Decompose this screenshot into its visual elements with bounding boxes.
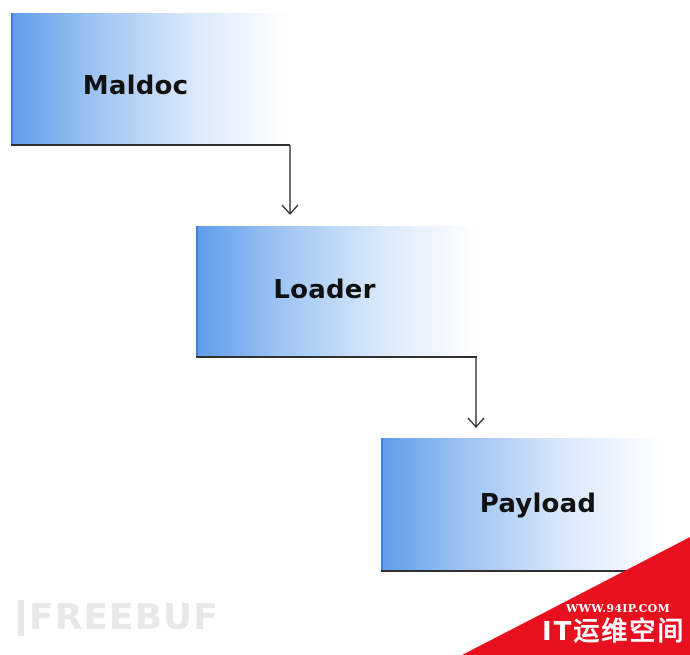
node-bottom-edge (196, 356, 477, 358)
node-label-payload: Payload (479, 489, 597, 519)
node-left-edge (11, 13, 13, 146)
node-label-loader: Loader (273, 275, 376, 305)
node-loader: Loader (196, 226, 477, 358)
freebuf-logo-text: FREEBUF (29, 597, 219, 638)
node-label-maldoc: Maldoc (82, 70, 189, 101)
freebuf-logo-bar (18, 600, 24, 636)
edge-loader-payload (467, 357, 485, 429)
node-maldoc: Maldoc (11, 13, 290, 146)
edge-maldoc-loader (281, 145, 299, 216)
arrowhead-icon (467, 417, 485, 429)
node-bottom-edge (11, 144, 290, 146)
node-left-edge (381, 438, 383, 572)
corner-watermark-name: IT运维空间 (542, 617, 686, 647)
corner-watermark-triangle (462, 537, 690, 655)
freebuf-watermark: FREEBUF (18, 600, 219, 636)
arrowhead-icon (281, 204, 299, 216)
node-left-edge (196, 226, 198, 358)
corner-watermark-url: WWW.94IP.COM (566, 602, 671, 615)
